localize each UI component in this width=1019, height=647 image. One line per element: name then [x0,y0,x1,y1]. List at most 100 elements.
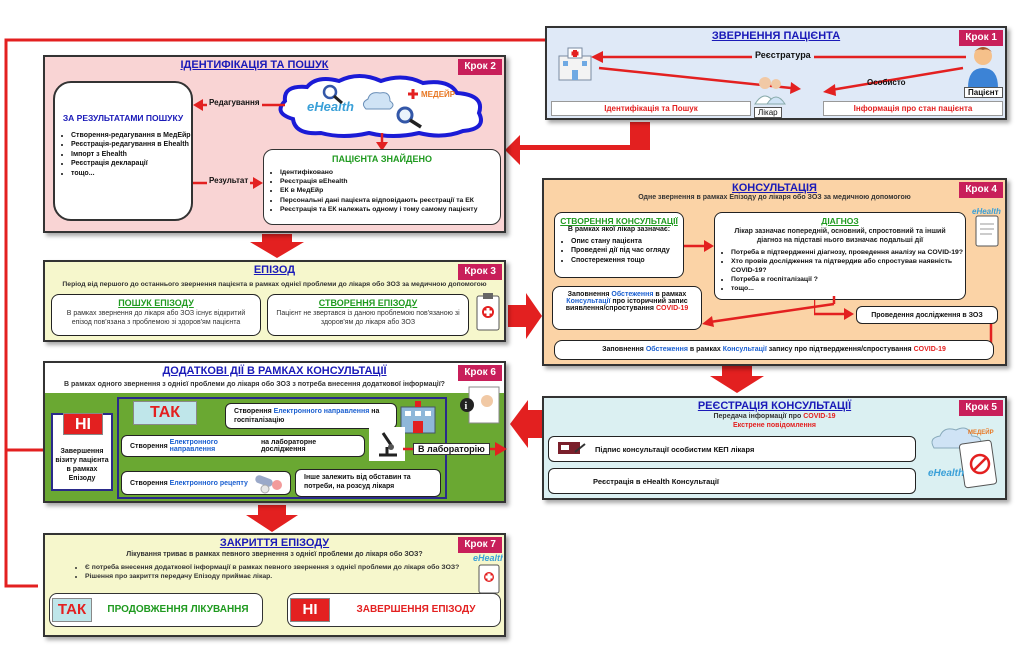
episode-search-box: ПОШУК ЕПІЗОДУ В рамках звернення до ліка… [51,294,261,336]
continue-treatment-box: ТАК ПРОДОВЖЕННЯ ЛІКУВАННЯ [49,593,263,627]
step3-subtitle: Період від першого до останнього звернен… [62,281,487,288]
consult-info-icon: i [459,381,503,427]
lab-referral-row: Створення Електронного направлення на ла… [121,435,365,457]
editing-label: Редагування [207,98,262,107]
medeir-logo: МЕДЕЙР [421,90,456,99]
diag-to-research-arrow [814,300,854,320]
patient-icon [965,44,1001,90]
cloud-down-arrow [376,133,388,151]
patient-found-item: ЕК в МедЕйр [280,186,500,195]
step5-badge: Крок 5 [959,400,1003,416]
patient-found-box: ПАЦІЄНТА ЗНАЙДЕНО Ідентифіковано Реєстра… [263,149,501,225]
patient-found-item: Ідентифіковано [280,168,500,177]
patient-found-item: Реєстрація та ЕК належать одному і тому … [280,205,500,214]
yes-tag: ТАК [133,401,197,425]
step2-panel: ІДЕНТИФІКАЦІЯ ТА ПОШУК Крок 2 ЗА РЕЗУЛЬТ… [43,55,506,233]
result-label: Результат [207,176,251,185]
ehealth-tablet-icon: eHealth [970,206,1004,258]
prescription-row: Створення Електронного рецепту [121,471,291,495]
confirm-exam-box: Заповнення Обстеження в рамках Консульта… [554,340,994,360]
step2-title: ІДЕНТИФІКАЦІЯ ТА ПОШУК [180,59,329,71]
episode-create-text: Пацієнт не звертався із даною проблемою … [276,310,460,326]
confirm-covid: COVID-19 [913,346,946,353]
cloud-server-icon [360,89,396,117]
hospital-icon [553,42,597,88]
diagnosis-title: ДІАГНОЗ [821,216,859,226]
arrow-step1-step2 [505,122,650,165]
step4-subtitle: Одне звернення в рамках Епізоду до лікар… [638,194,911,201]
lab-arrow-label: В лабораторію [413,443,490,455]
confirm-text-c: в рамках [687,346,723,353]
registry-label: Реєстратура [752,50,814,60]
arrow-step5-step6 [510,400,542,448]
search-icon [395,105,425,131]
patient-found-item: Реєстрація вEhealth [280,177,500,186]
ehealth-register-row: Реєстрація в eHealth Консультації [548,468,916,494]
fill-exam-text-c: в рамках [653,291,687,298]
doctor-lines [598,66,964,96]
clipboard-icon [475,292,501,336]
step1-title: ЗВЕРНЕННЯ ПАЦІЄНТА [711,30,841,42]
fill-exam-text-a: Заповнення [567,291,612,298]
search-results-title: ЗА РЕЗУЛЬТАТАМИ ПОШУКУ [62,113,184,123]
step7-ehealth-mark: eHealth [473,553,503,563]
confirm-text-b: Обстеження [645,346,688,353]
step5-subtitle: Передача інформації про COVID-19 [544,413,1005,420]
patient-info-box: Інформація про стан пацієнта [823,101,1003,116]
kep-sign-label: Підпис консультації особистим КЕП лікаря [595,444,755,454]
fill-exam-text-e: про історичний запис виявлення/спростува… [565,298,688,312]
arrow-step6-step7 [246,505,298,532]
hosp-c: на госпіталізацію [234,408,380,424]
kep-sign-row: Підпис консультації особистим КЕП лікаря [548,436,916,462]
step6-panel: ДОДАТКОВІ ДІЇ В РАМКАХ КОНСУЛЬТАЦІЇ Крок… [43,361,507,503]
consult-create-box: СТВОРЕННЯ КОНСУЛЬТАЦІЇ В рамках якої лік… [554,212,684,278]
step4-panel: КОНСУЛЬТАЦІЯ Крок 4 Одне звернення в рам… [542,178,1007,366]
diagnosis-text: Лікар зазначає попередній, основний, спр… [734,228,946,244]
search-results-item: Імпорт з Ehealth [71,150,191,159]
consult-create-item: Спостереження тощо [571,256,683,265]
no-tag: НІ [63,413,103,435]
consult-create-sub: В рамках якої лікар зазначає: [567,226,671,233]
finish-episode-box: НІ ЗАВЕРШЕННЯ ЕПІЗОДУ [287,593,501,627]
lab-a: Створення [130,442,168,450]
step5-emergency: Екстрене повідомлення [733,422,816,429]
research-down-arrow [989,324,993,344]
step7-title: ЗАКРИТТЯ ЕПІЗОДУ [219,537,330,549]
confirm-text-e: запису про підтвердження/спростування [766,346,914,353]
fill-exam-text-d: Консультації [566,298,611,305]
hosp-a: Створення [234,408,274,415]
step1-panel: ЗВЕРНЕННЯ ПАЦІЄНТА Крок 1 Реєстратура Ос… [545,26,1007,120]
step2-badge: Крок 2 [458,59,502,75]
hospital-building-icon [397,399,439,437]
step7-badge: Крок 7 [458,537,502,553]
diagnosis-item: Потреба в підтвердженні діагнозу, провед… [731,248,965,257]
episode-create-title: СТВОРЕННЯ ЕПІЗОДУ [318,298,418,308]
step5-panel: РЕЄСТРАЦІЯ КОНСУЛЬТАЦІЇ Крок 5 Передача … [542,396,1007,500]
doctor-icon [753,74,787,108]
step7-panel: ЗАКРИТТЯ ЕПІЗОДУ Крок 7 Лікування триває… [43,533,506,637]
arrow-step3-step4 [508,293,542,339]
no-column: НІ Завершення візиту пацієнта в рамках Е… [51,413,113,491]
loop-back-line [4,38,545,588]
ehealth-device-icon: eHealth МЕДЕЙР [924,418,1002,494]
arrow-step2-step3 [250,234,304,258]
episode-create-box: СТВОРЕННЯ ЕПІЗОДУ Пацієнт не звертався і… [267,294,469,336]
confirm-text-a: Заповнення [602,346,646,353]
search-results-box: ЗА РЕЗУЛЬТАТАМИ ПОШУКУ Створення-редагув… [53,81,193,221]
svg-text:i: i [465,401,468,412]
patient-found-title: ПАЦІЄНТА ЗНАЙДЕНО [332,154,432,164]
rx-b: Електронного рецепту [169,479,248,487]
consult-create-item: Опис стану пацієнта [571,237,683,246]
diagnosis-item: тощо... [731,284,965,293]
diagnosis-item: Потреба в госпіталізації ? [731,275,965,284]
consult-create-item: Проведені дії під час огляду [571,246,683,255]
step3-title: ЕПІЗОД [253,264,296,276]
diagnosis-list: Потреба в підтвердженні діагнозу, провед… [715,248,965,294]
confirm-text-d: Консультації [722,346,767,353]
in-person-label: Особисто [867,78,906,87]
hospital-referral-row: Створення Електронного направлення на го… [225,403,397,429]
search-results-list: Створення-редагування в МедЕйр Реєстраці… [55,131,191,178]
svg-text:eHealth: eHealth [972,207,1001,216]
lab-b: Електронного направлення [169,439,218,453]
